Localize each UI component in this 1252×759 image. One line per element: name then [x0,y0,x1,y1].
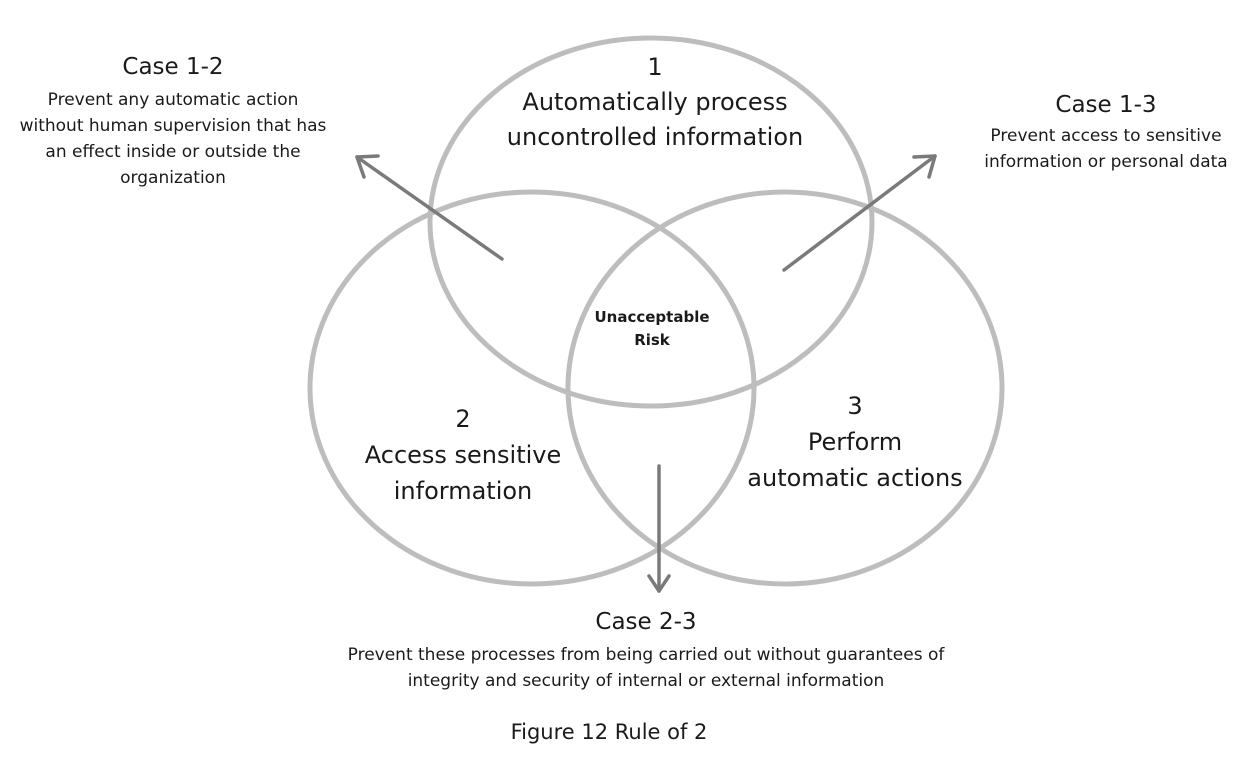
circle-3-number: 3 [847,392,862,420]
case-1-3-line-2: information or personal data [984,152,1227,172]
case-1-3-line-1: Prevent access to sensitive [990,126,1221,146]
center-label-line-2: Risk [634,331,671,349]
arrow-case-2-3 [647,464,671,593]
case-2-3-title: Case 2-3 [595,609,696,635]
case-1-2-line-2: without human supervision that has [20,116,327,136]
arrow-case-1-2 [355,154,504,261]
center-label-line-1: Unacceptable [594,308,709,326]
circle-1-label-line-2: uncontrolled information [507,123,803,151]
circle-2-label-line-1: Access sensitive [365,441,562,469]
circle-1-number: 1 [647,53,662,81]
circle-2-access-sensitive [307,189,757,587]
case-1-2-title: Case 1-2 [122,54,223,80]
case-1-2-line-4: organization [120,168,226,188]
circle-1-label-line-1: Automatically process [522,88,787,116]
case-2-3-line-2: integrity and security of internal or ex… [408,671,885,691]
circle-2-label-line-2: information [394,477,533,505]
circle-3-label-line-1: Perform [808,428,902,456]
figure-caption: Figure 12 Rule of 2 [511,720,708,744]
circle-3-label-line-2: automatic actions [747,464,962,492]
circle-2-number: 2 [455,405,470,433]
case-2-3-line-1: Prevent these processes from being carri… [348,645,946,665]
arrow-case-1-3 [782,154,937,272]
circle-1-automatic-processing [427,35,875,409]
case-1-2-line-1: Prevent any automatic action [48,90,299,110]
case-1-3-title: Case 1-3 [1055,92,1156,118]
case-1-2-line-3: an effect inside or outside the [45,142,300,162]
circle-3-automatic-actions [565,189,1005,587]
